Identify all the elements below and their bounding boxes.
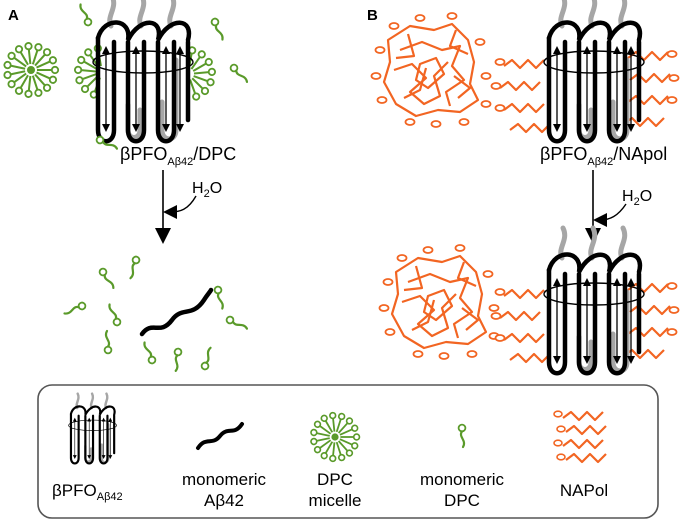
- monomeric-abeta-product: [139, 287, 214, 337]
- legend-label-micelle-1: DPC: [317, 470, 353, 489]
- water-arrow-b: [593, 203, 627, 227]
- oligomer-b-product: [544, 228, 644, 373]
- oligomer-a: [93, 0, 193, 141]
- complex-a-label: βPFOAβ42/DPC: [120, 144, 236, 168]
- legend-label-monomer-2: Aβ42: [204, 491, 244, 510]
- bound-napol-right-b1: [622, 50, 680, 128]
- water-label-a: H2O: [192, 180, 222, 200]
- legend-napol-icon: [553, 410, 608, 464]
- legend-monomer-icon: [196, 422, 244, 450]
- legend-label-dpc-2: DPC: [444, 491, 480, 510]
- free-micelle: [4, 43, 58, 98]
- panel-a-letter: A: [8, 7, 19, 24]
- product-bound-napol-left: [490, 288, 552, 364]
- dpc-monomers-products: [61, 254, 250, 373]
- legend-label-monomer-1: monomeric: [182, 470, 267, 489]
- product-free-napol: [378, 244, 500, 360]
- complex-b-label: βPFOAβ42/NApol: [540, 144, 667, 168]
- legend-label-napol: NAPol: [560, 481, 608, 500]
- free-napol: [370, 12, 492, 128]
- bound-micelle-right: [184, 45, 217, 102]
- water-arrow-a: [163, 195, 197, 219]
- bound-napol-left-b1: [490, 58, 552, 134]
- panel-b-letter: B: [367, 7, 378, 24]
- oligomer-b: [544, 0, 644, 141]
- legend-label-dpc-1: monomeric: [420, 470, 505, 489]
- water-label-b: H2O: [622, 188, 652, 208]
- product-bound-napol-right: [622, 282, 680, 360]
- legend-label-micelle-2: micelle: [309, 491, 362, 510]
- legend-label-oligomer: βPFOAβ42: [52, 481, 123, 503]
